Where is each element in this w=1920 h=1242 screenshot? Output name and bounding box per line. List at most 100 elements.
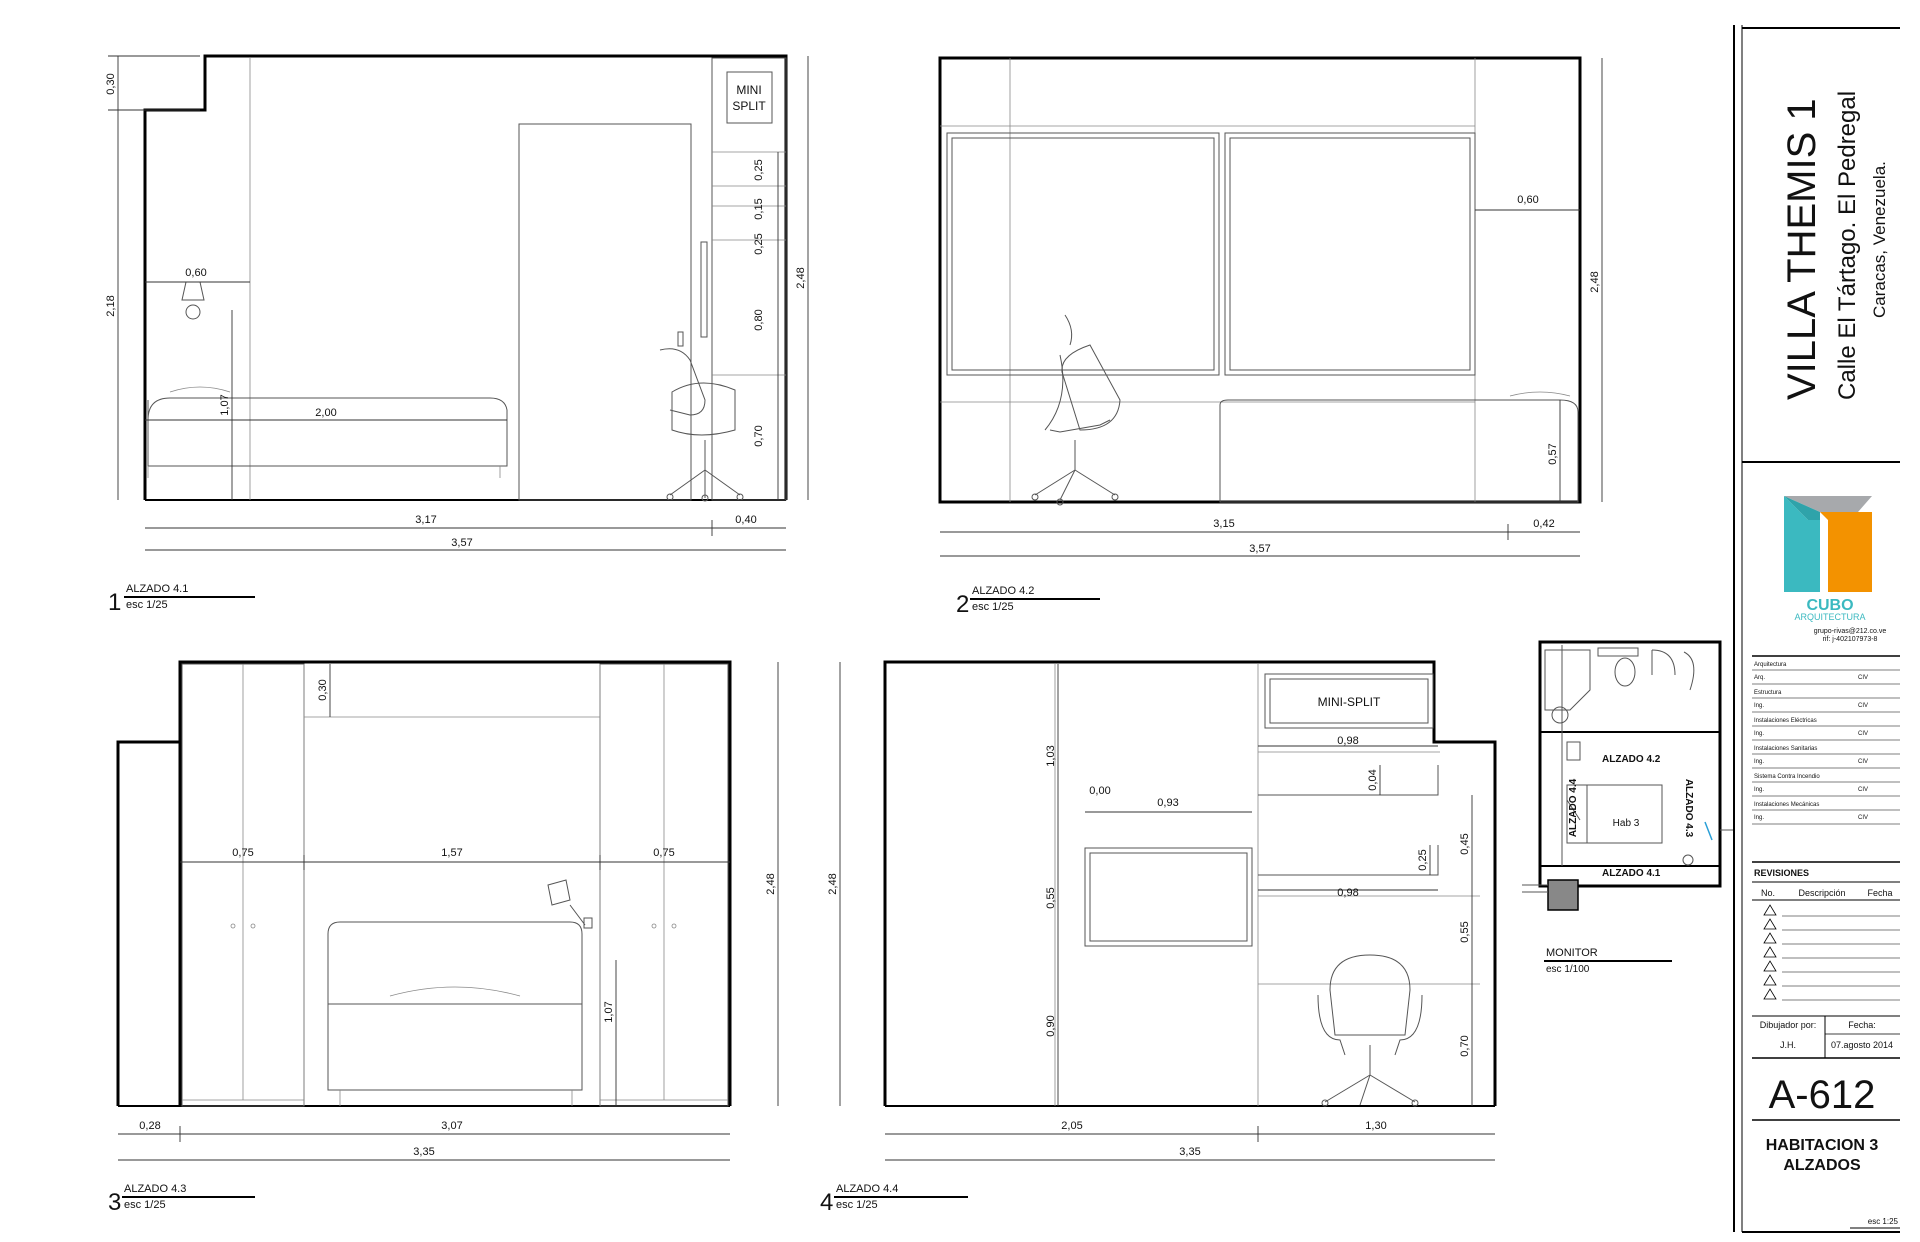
elev4-mini-split: [1264, 673, 1434, 729]
discipline-role-4: Ing.: [1754, 787, 1764, 793]
elev4-dim-130: 1,30: [1365, 1120, 1386, 1132]
discipline-civ-1: CIV: [1858, 703, 1868, 709]
elev1-dim-040: 0,40: [735, 514, 756, 526]
contact-rif: rif: j-402107973-8: [1823, 636, 1878, 643]
project-address: Calle El Tártago. El Pedregal: [1834, 91, 1861, 400]
elev2-bed: [1219, 399, 1579, 503]
elev4-view-scale: esc 1/25: [836, 1199, 878, 1211]
elev4-monitor: [1084, 847, 1253, 947]
discipline-civ-0: CIV: [1858, 675, 1868, 681]
elev1-dim-357: 3,57: [451, 537, 472, 549]
elev4-dim-055b: 0,55: [1459, 921, 1471, 942]
revision-triangle-icon: [1763, 904, 1777, 916]
elev4-dim-335: 3,35: [1179, 1146, 1200, 1158]
elev1-dim-248: 2,48: [795, 267, 807, 288]
elev3-dim-075b: 0,75: [653, 847, 674, 859]
elev3-dim-075a: 0,75: [232, 847, 253, 859]
elev4-dim-205: 2,05: [1061, 1120, 1082, 1132]
discipline-civ-3: CIV: [1858, 759, 1868, 765]
revision-triangle-icon: [1763, 988, 1777, 1000]
elev3-dim-307: 3,07: [441, 1120, 462, 1132]
revision-triangle-icon: [1763, 932, 1777, 944]
elev3-view-title: ALZADO 4.3: [124, 1183, 186, 1195]
discipline-civ-2: CIV: [1858, 731, 1868, 737]
discipline-role-5: Ing.: [1754, 815, 1764, 821]
revisions-col-desc: Descripción: [1798, 888, 1845, 898]
elev4-dim-090: 0,90: [1045, 1015, 1057, 1036]
elevation-4-4: MINI-SPLIT 0,98: [820, 660, 1497, 1216]
drawn-by-label: Dibujador por:: [1760, 1020, 1817, 1030]
elev2-dim-248: 2,48: [1589, 271, 1601, 292]
elev2-wall-outline: [938, 56, 1582, 504]
elev4-dim-103: 1,03: [1045, 745, 1057, 766]
elev4-dim-070: 0,70: [1459, 1035, 1471, 1056]
elev4-view-title: ALZADO 4.4: [836, 1183, 898, 1195]
elev4-dim-004: 0,04: [1367, 769, 1379, 790]
contact-email: grupo-rivas@212.co.ve: [1814, 628, 1887, 635]
elev1-bed: [147, 397, 508, 467]
elevation-4-1: MINI SPLIT: [105, 54, 809, 616]
elev1-dim-080: 0,80: [753, 309, 765, 330]
discipline-4: Sistema Contra Incendio: [1754, 774, 1820, 780]
elev3-view-scale: esc 1/25: [124, 1199, 166, 1211]
elev1-cabinet: [711, 57, 787, 501]
elev4-dim-093: 0,93: [1157, 797, 1178, 809]
elev3-wall-outline: [178, 660, 732, 1106]
elev1-desk-chair: [659, 348, 744, 502]
revision-triangle-icon: [1763, 946, 1777, 958]
discipline-role-1: Ing.: [1754, 703, 1764, 709]
plan-label-hab-3: Hab 3: [1613, 818, 1640, 829]
revisions-heading: REVISIONES: [1754, 868, 1809, 878]
elev2-view-scale: esc 1/25: [972, 601, 1014, 613]
plan-label-alzado-4-4: ALZADO 4.4: [1568, 778, 1579, 837]
discipline-civ-4: CIV: [1858, 787, 1868, 793]
revision-triangle-icon: [1763, 960, 1777, 972]
discipline-3: Instalaciones Sanitarias: [1754, 746, 1817, 752]
elev1-dim-070: 0,70: [753, 425, 765, 446]
elev4-dim-045: 0,45: [1459, 833, 1471, 854]
discipline-role-0: Arq.: [1754, 675, 1765, 681]
discipline-role-2: Ing.: [1754, 731, 1764, 737]
elev4-view-number: 4: [820, 1189, 833, 1216]
elev2-window-left: [946, 132, 1220, 376]
elev2-dim-357: 3,57: [1249, 543, 1270, 555]
elev2-window-right: [1224, 132, 1476, 376]
sheet-scale: esc 1:25: [1868, 1217, 1899, 1226]
elev4-dim-248: 2,48: [827, 873, 839, 894]
elev1-dim-317: 3,17: [415, 514, 436, 526]
elev2-dim-060: 0,60: [1517, 194, 1538, 206]
elev1-mini-split: [726, 71, 773, 124]
elev2-view-number: 2: [956, 591, 969, 618]
elev3-dim-248: 2,48: [765, 873, 777, 894]
elev1-closet-door: [518, 123, 692, 501]
sheet-title-line-1: HABITACION 3: [1766, 1137, 1879, 1154]
project-city: Caracas, Venezuela.: [1870, 161, 1889, 318]
elev1-dim-015: 0,15: [753, 198, 765, 219]
elev1-view-number: 1: [108, 589, 121, 616]
discipline-civ-5: CIV: [1858, 815, 1868, 821]
elev3-dim-157: 1,57: [441, 847, 462, 859]
elev4-dim-055a: 0,55: [1045, 887, 1057, 908]
elev2-dim-042: 0,42: [1533, 518, 1554, 530]
elev3-dim-107: 1,07: [603, 1001, 615, 1022]
elev4-mini-split-label: MINI-SPLIT: [1318, 695, 1381, 709]
elev2-dim-057: 0,57: [1547, 443, 1559, 464]
elev4-desk-chair: [1317, 954, 1423, 1107]
revision-triangle-icon: [1763, 918, 1777, 930]
elev1-view-scale: esc 1/25: [126, 599, 168, 611]
cubo-logo: CUBO ARQUITECTURA: [1784, 496, 1872, 622]
elev1-dim-107: 1,07: [219, 394, 231, 415]
elev1-view-title: ALZADO 4.1: [126, 583, 188, 595]
plan-label-alzado-4-2: ALZADO 4.2: [1602, 754, 1661, 765]
elev3-dim-335: 3,35: [413, 1146, 434, 1158]
plan-label-alzado-4-3: ALZADO 4.3: [1683, 779, 1694, 838]
sheet-number: A-612: [1769, 1073, 1876, 1117]
discipline-role-3: Ing.: [1754, 759, 1764, 765]
elev4-dim-098b: 0,98: [1337, 887, 1358, 899]
logo-text: CUBO: [1806, 597, 1853, 614]
elev1-dim-030: 0,30: [105, 73, 117, 94]
elev3-dim-030: 0,30: [317, 679, 329, 700]
revisions-col-fecha: Fecha: [1867, 888, 1892, 898]
elev1-dimensions: [108, 55, 809, 551]
